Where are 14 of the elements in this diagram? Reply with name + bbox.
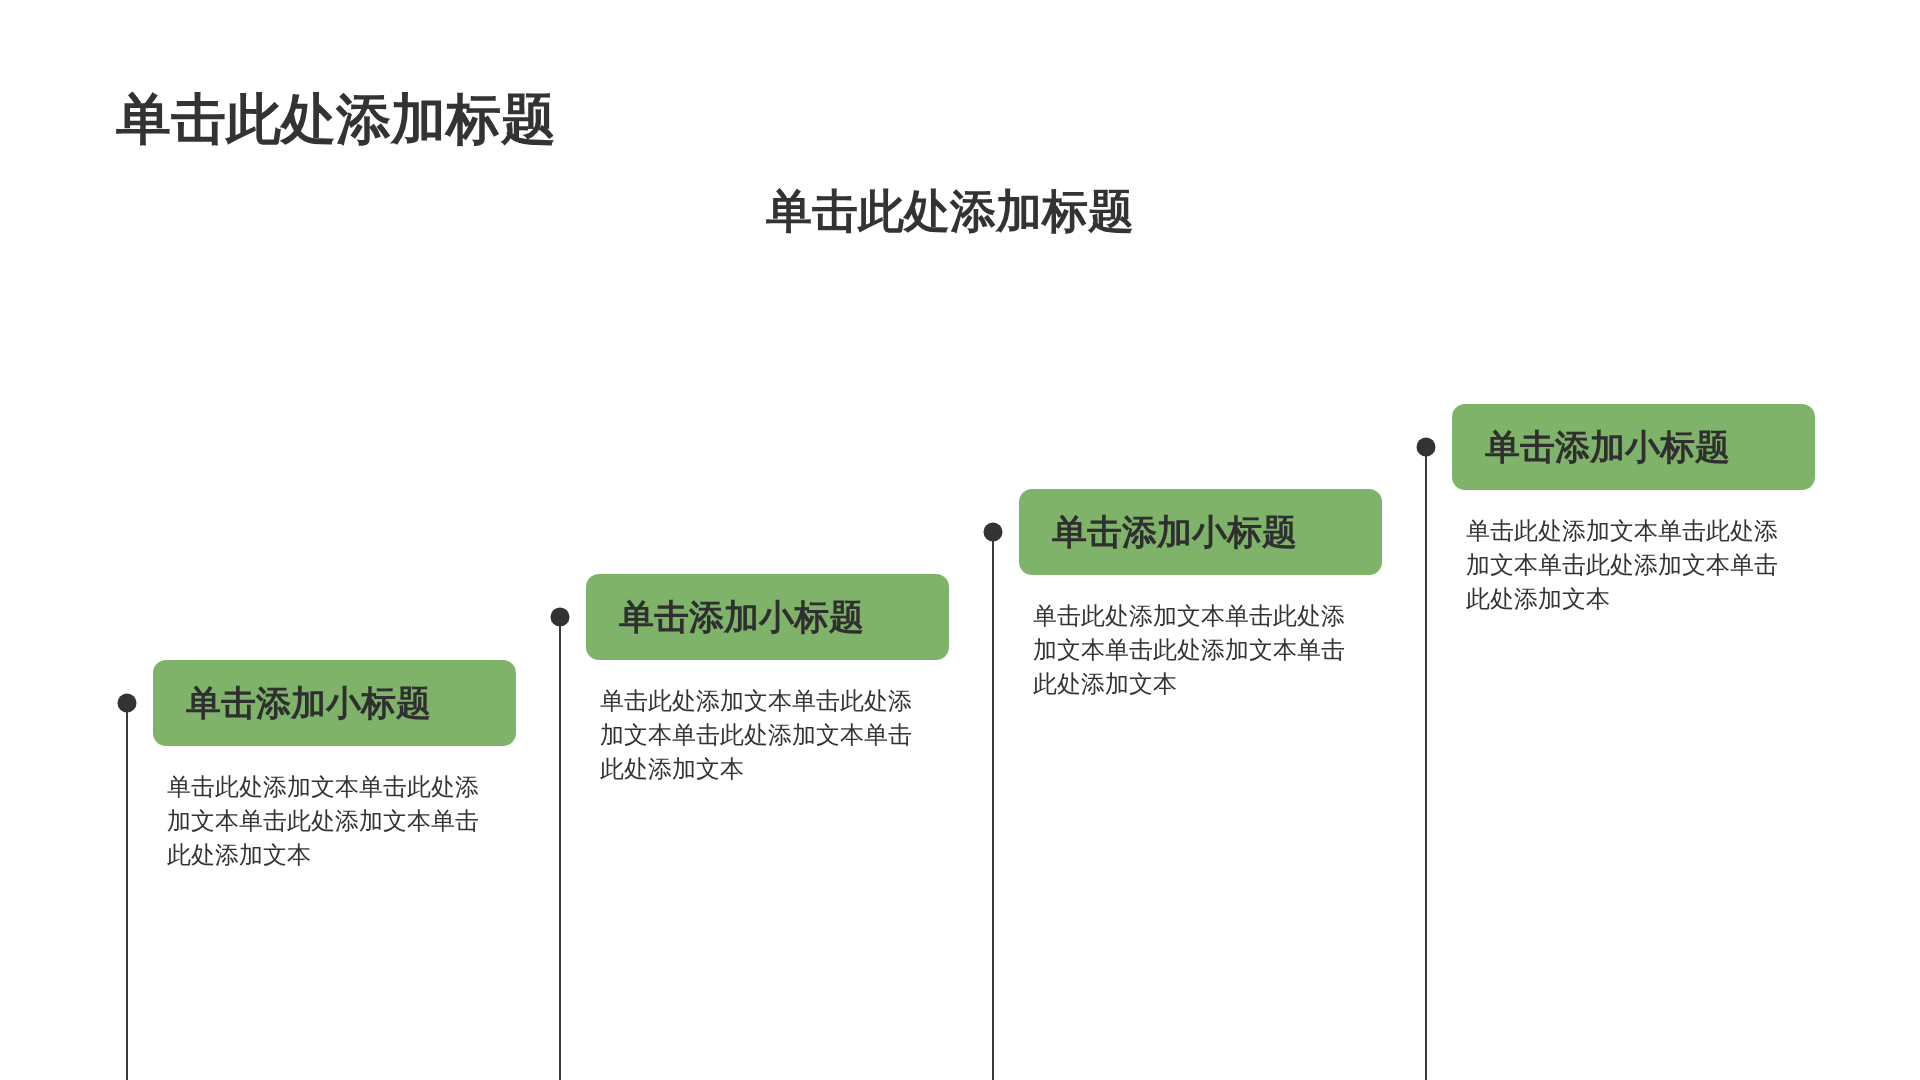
subheading: 单击添加小标题 <box>1485 426 1730 468</box>
subtitle: 单击此处添加标题 <box>766 184 1134 240</box>
heading-box <box>153 660 516 746</box>
body-text: 单击此处添加文本单击此处添加文本单击此处添加文本单击此处添加文本 <box>1033 601 1346 700</box>
subheading: 单击添加小标题 <box>1052 511 1297 553</box>
body-text: 单击此处添加文本单击此处添加文本单击此处添加文本单击此处添加文本 <box>1466 516 1779 615</box>
page-title: 单击此处添加标题 <box>116 86 556 152</box>
body-text: 单击此处添加文本单击此处添加文本单击此处添加文本单击此处添加文本 <box>167 772 480 871</box>
heading-box <box>586 574 949 660</box>
heading-box <box>1452 404 1815 490</box>
body-text: 单击此处添加文本单击此处添加文本单击此处添加文本单击此处添加文本 <box>600 686 913 785</box>
subheading: 单击添加小标题 <box>619 596 864 638</box>
subheading: 单击添加小标题 <box>186 682 431 724</box>
heading-box <box>1019 489 1382 575</box>
